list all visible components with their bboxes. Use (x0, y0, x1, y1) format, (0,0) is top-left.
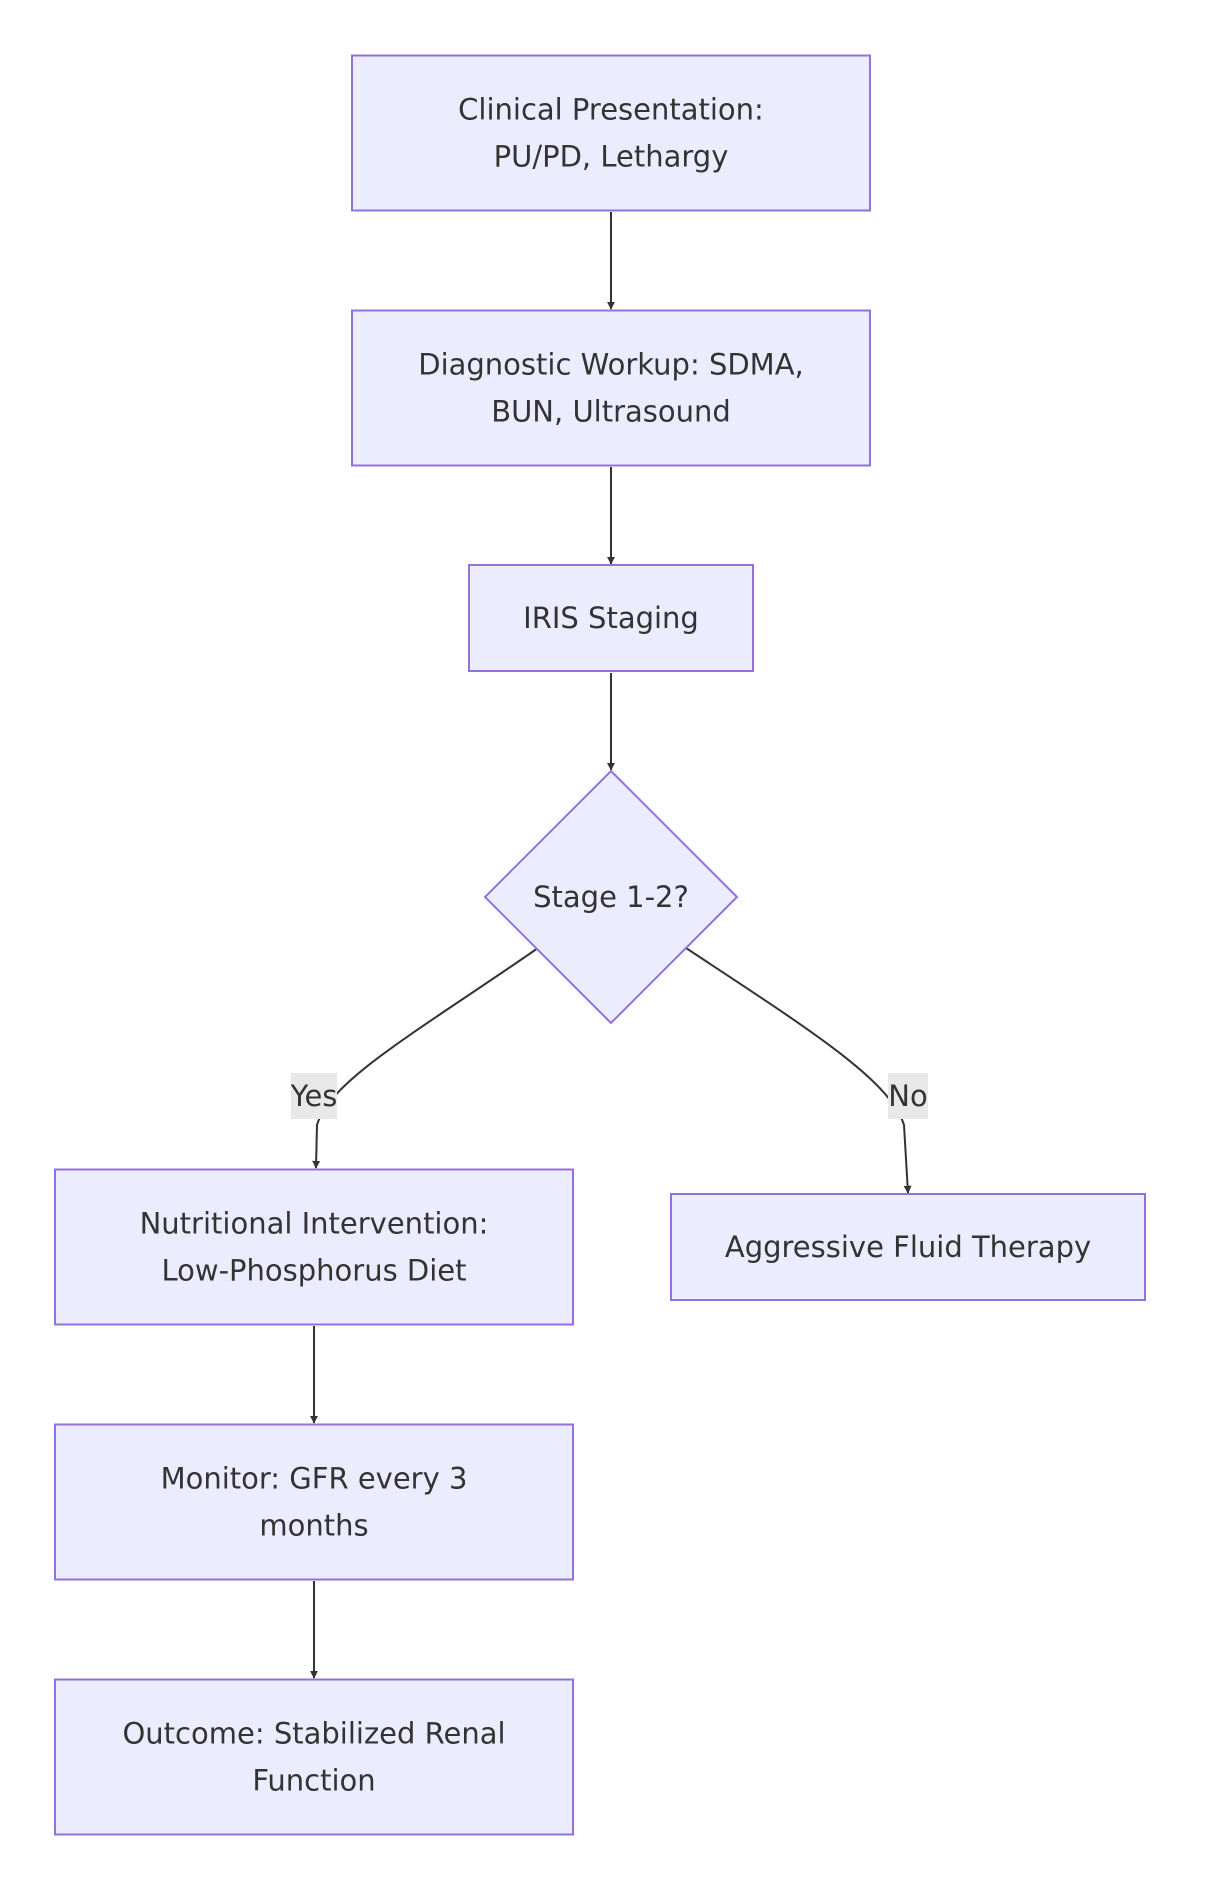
node-label-line: IRIS Staging (523, 601, 699, 635)
node-label-line: months (259, 1509, 368, 1543)
decision-diamond-shape (483, 769, 739, 1025)
node-label-line: Aggressive Fluid Therapy (725, 1230, 1091, 1264)
node-label-line: Low-Phosphorus Diet (161, 1254, 466, 1288)
node-label-line: BUN, Ultrasound (491, 395, 731, 429)
edge-labels-layer: Yes No (290, 1073, 928, 1119)
node-label-line: PU/PD, Lethargy (494, 140, 729, 174)
process-box-shape (54, 1423, 574, 1581)
node-label-line: Nutritional Intervention: (140, 1207, 489, 1241)
edge-label-no: No (888, 1073, 928, 1119)
process-box-shape (468, 564, 754, 672)
node-clinical: Clinical Presentation: PU/PD, Lethargy (351, 54, 871, 212)
edge-label-text: No (888, 1079, 927, 1113)
nodes-layer: Clinical Presentation: PU/PD, LethargyDia… (54, 54, 1146, 1836)
node-label-line: Monitor: GFR every 3 (161, 1462, 468, 1496)
node-fluid: Aggressive Fluid Therapy (670, 1193, 1146, 1301)
process-box-shape (54, 1168, 574, 1326)
process-box-shape (54, 1678, 574, 1836)
node-label-line: Clinical Presentation: (458, 93, 764, 127)
node-workup: Diagnostic Workup: SDMA, BUN, Ultrasound (351, 309, 871, 467)
process-box-shape (670, 1193, 1146, 1301)
edge-label-background (291, 1073, 337, 1119)
node-stage: Stage 1-2? (483, 769, 739, 1025)
edge-label-text: Yes (290, 1079, 338, 1113)
node-nutrition: Nutritional Intervention: Low-Phosphorus … (54, 1168, 574, 1326)
edge-stage-to-fluid (685, 947, 912, 1194)
node-monitor: Monitor: GFR every 3 months (54, 1423, 574, 1581)
node-label-line: Diagnostic Workup: SDMA, (418, 348, 804, 382)
node-label-line: Function (252, 1764, 375, 1798)
edge-label-background (888, 1073, 928, 1119)
process-box-shape (351, 54, 871, 212)
node-iris: IRIS Staging (468, 564, 754, 672)
node-label-line: Outcome: Stabilized Renal (122, 1717, 505, 1751)
process-box-shape (351, 309, 871, 467)
node-label-line: Stage 1-2? (533, 880, 689, 914)
edge-stage-to-nutrition (312, 947, 539, 1169)
edge-label-yes: Yes (290, 1073, 338, 1119)
